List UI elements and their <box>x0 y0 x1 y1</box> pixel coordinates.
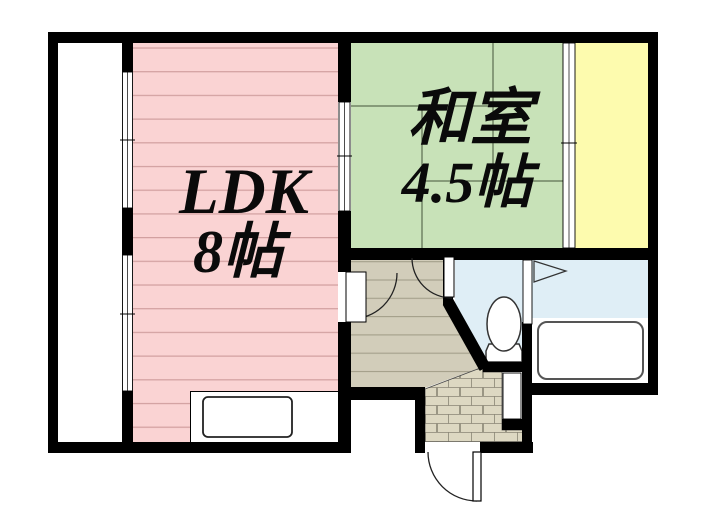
closet-floor <box>575 43 648 248</box>
openings <box>120 42 577 502</box>
washitsu-size-label: 4.5帖 <box>401 150 542 215</box>
ldk-hall-door-icon <box>338 271 398 323</box>
wall-outer-bottom-left <box>48 442 351 453</box>
ldk-size-label: 8帖 <box>193 219 292 285</box>
wall-genkan-nook <box>502 419 523 430</box>
room-labels: LDK 8帖 和室 4.5帖 <box>178 85 541 285</box>
balcony-window-upper-icon <box>120 71 135 209</box>
fixtures <box>190 296 644 442</box>
wall-ldk-hall <box>338 322 351 453</box>
genkan-nook-door-icon <box>502 372 522 420</box>
wall-bath-bottom <box>523 383 658 395</box>
tatami-lines <box>351 43 563 248</box>
room-floors <box>58 43 648 443</box>
toilet-bowl <box>486 296 522 352</box>
wall-ldk-washitsu-lower <box>338 211 351 272</box>
washitsu-closet-fusuma-icon <box>561 42 577 249</box>
wall-balcony-partition-top <box>122 43 133 72</box>
wall-toilet-bottom <box>483 362 527 372</box>
toilet-icon <box>485 296 523 363</box>
ldk-floorboard-lines <box>133 43 338 442</box>
kitchen-sink-icon <box>202 396 293 438</box>
balcony-window-lower-icon <box>120 254 135 392</box>
wall-outer-left <box>48 32 58 453</box>
bathroom-door-icon <box>522 259 568 325</box>
wall-genkan-left <box>415 388 425 453</box>
wall-toilet-diagonal <box>442 299 491 371</box>
wall-balcony-partition-bottom <box>122 391 133 442</box>
hallway-floor-lines <box>351 260 482 388</box>
wall-toilet-bath <box>522 322 532 443</box>
wall-outer-right <box>648 32 658 395</box>
ldk-label: LDK <box>178 156 313 228</box>
ldk-washitsu-sliding-door-icon <box>337 101 352 212</box>
wall-ldk-washitsu-upper <box>338 43 351 102</box>
balcony-floor <box>58 43 123 442</box>
wall-hall-bottom <box>350 387 425 400</box>
toilet-door-icon <box>411 256 455 299</box>
bathtub-icon <box>537 321 644 380</box>
wall-balcony-partition-mid <box>122 208 133 255</box>
kitchen-counter-edge <box>190 391 338 442</box>
kitchen-counter <box>190 391 338 442</box>
wall-washitsu-bottom <box>338 248 658 260</box>
bathroom-floor <box>532 260 648 318</box>
wall-outer-top <box>48 32 658 43</box>
entry-door-icon <box>425 442 482 502</box>
washitsu-label: 和室 <box>408 85 541 153</box>
washitsu-floor <box>351 43 563 248</box>
